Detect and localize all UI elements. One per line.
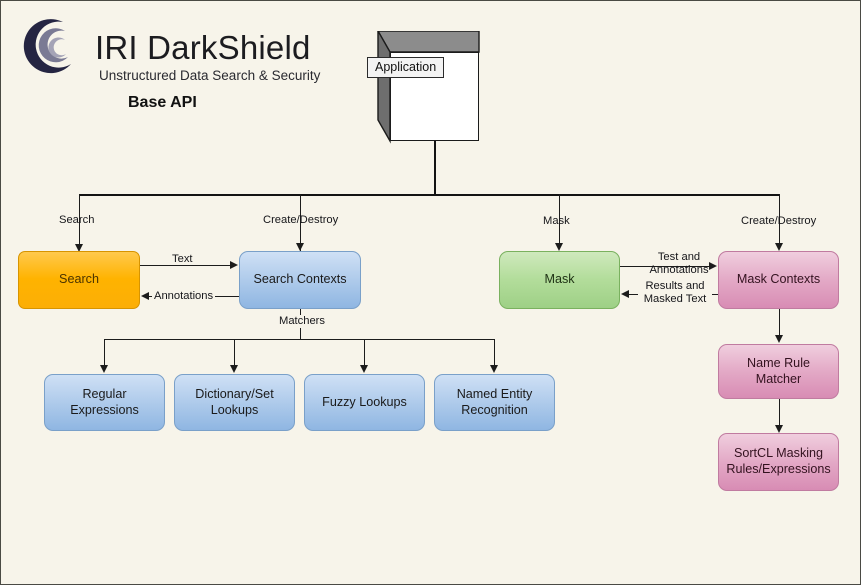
connector-test-and-annotations xyxy=(620,266,710,268)
connector-text xyxy=(140,265,231,267)
edge-label-matchers: Matchers xyxy=(276,315,329,328)
connector-drop-matcher-3 xyxy=(494,339,496,367)
edge-label-annotations: Annotations xyxy=(152,290,216,303)
connector-drop-create-destroy-mask xyxy=(779,194,781,249)
arrow-mask xyxy=(554,243,563,251)
connector-name-rule-to-sortcl xyxy=(779,399,781,428)
application-label: Application xyxy=(367,57,445,78)
brand-title: IRI DarkShield xyxy=(95,29,311,66)
connector-drop-search xyxy=(79,194,81,246)
arrow-matcher-3 xyxy=(489,365,498,373)
application-node[interactable]: Application xyxy=(367,31,487,149)
node-matcher-named-entity-recognition[interactable]: Named Entity Recognition xyxy=(434,374,555,431)
arrow-annotations xyxy=(141,291,149,300)
arrow-matcher-1 xyxy=(229,365,238,373)
brand-header: IRI DarkShield Unstructured Data Search … xyxy=(15,11,335,111)
node-matcher-regular-expressions[interactable]: Regular Expressions xyxy=(44,374,165,431)
edge-label-test-and-annotations: Test and Annotations xyxy=(649,251,709,276)
connector-mask-contexts-to-name-rule xyxy=(779,309,781,338)
arrow-matcher-0 xyxy=(99,365,108,373)
node-sortcl-masking-rules[interactable]: SortCL Masking Rules/Expressions xyxy=(718,433,839,491)
diagram-title: Base API xyxy=(128,94,197,111)
iri-crescent-spiral-icon xyxy=(19,17,83,81)
node-mask-contexts[interactable]: Mask Contexts xyxy=(718,251,839,309)
arrow-matcher-2 xyxy=(359,365,368,373)
connector-main-bus xyxy=(79,194,780,196)
arrow-test-and-annotations xyxy=(709,261,717,270)
arrow-create-destroy-mask xyxy=(774,243,783,251)
connector-matchers-bus xyxy=(104,339,495,341)
edge-label-create-destroy-mask: Create/Destroy xyxy=(741,215,817,227)
edge-label-results-and-masked-text: Results and Masked Text xyxy=(638,280,712,306)
connector-app-stem xyxy=(434,141,436,195)
arrow-create-destroy-search xyxy=(295,243,304,251)
connector-drop-matcher-1 xyxy=(234,339,236,367)
edge-label-mask: Mask xyxy=(543,215,570,227)
arrow-name-rule-matcher xyxy=(774,335,783,343)
edge-label-text: Text xyxy=(172,253,193,265)
connector-drop-matcher-2 xyxy=(364,339,366,367)
node-mask[interactable]: Mask xyxy=(499,251,620,309)
arrow-text xyxy=(230,260,238,269)
node-matcher-fuzzy-lookups[interactable]: Fuzzy Lookups xyxy=(304,374,425,431)
node-matcher-dictionary-set-lookups[interactable]: Dictionary/Set Lookups xyxy=(174,374,295,431)
node-search-contexts[interactable]: Search Contexts xyxy=(239,251,361,309)
node-search[interactable]: Search xyxy=(18,251,140,309)
brand-subtitle: Unstructured Data Search & Security xyxy=(99,68,321,83)
connector-drop-matcher-0 xyxy=(104,339,106,367)
connector-drop-mask xyxy=(559,194,561,249)
edge-label-search: Search xyxy=(59,214,95,226)
node-name-rule-matcher[interactable]: Name Rule Matcher xyxy=(718,344,839,399)
arrow-search xyxy=(74,244,83,252)
edge-label-create-destroy-search: Create/Destroy xyxy=(263,214,339,226)
arrow-results-and-masked-text xyxy=(621,289,629,298)
connector-drop-create-destroy-search xyxy=(300,194,302,251)
arrow-sortcl-masking xyxy=(774,425,783,433)
